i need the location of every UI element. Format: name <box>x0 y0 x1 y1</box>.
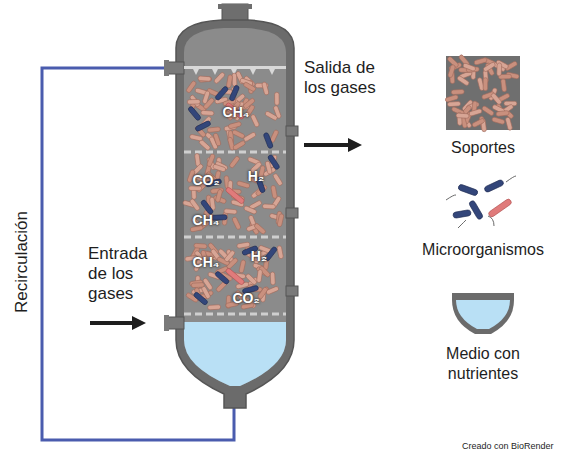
gas-label: CO₂ <box>232 290 259 306</box>
reactor <box>164 4 298 408</box>
medium-sample <box>452 293 514 334</box>
credit-note: Creado con BioRender <box>462 440 554 452</box>
legend-label: Soportes <box>418 138 548 158</box>
gas-label: CH₄ <box>223 104 250 120</box>
legend-label: Microorganismos <box>418 240 548 260</box>
gas-outlet-label: Salida de los gases <box>304 58 384 98</box>
gas-in-arrow <box>90 321 142 325</box>
gas-label: CH₄ <box>193 212 220 228</box>
microorganisms-sample <box>446 176 516 228</box>
supports-sample <box>445 54 520 132</box>
gas-label: H₂ <box>248 168 264 184</box>
gas-label: CO₂ <box>192 172 219 188</box>
gas-label: CH₄ <box>193 254 220 270</box>
legend-label: Medio con nutrientes <box>418 344 548 384</box>
gas-out-arrow <box>304 143 358 147</box>
gas-inlet-label: Entrada de los gases <box>88 244 168 304</box>
recirculation-label: Recirculación <box>12 208 32 316</box>
gas-label: H₂ <box>251 248 267 264</box>
reactor-column: CH₄ CO₂ H₂ CH₄ CH₄ H₂ CO₂ <box>184 72 286 312</box>
